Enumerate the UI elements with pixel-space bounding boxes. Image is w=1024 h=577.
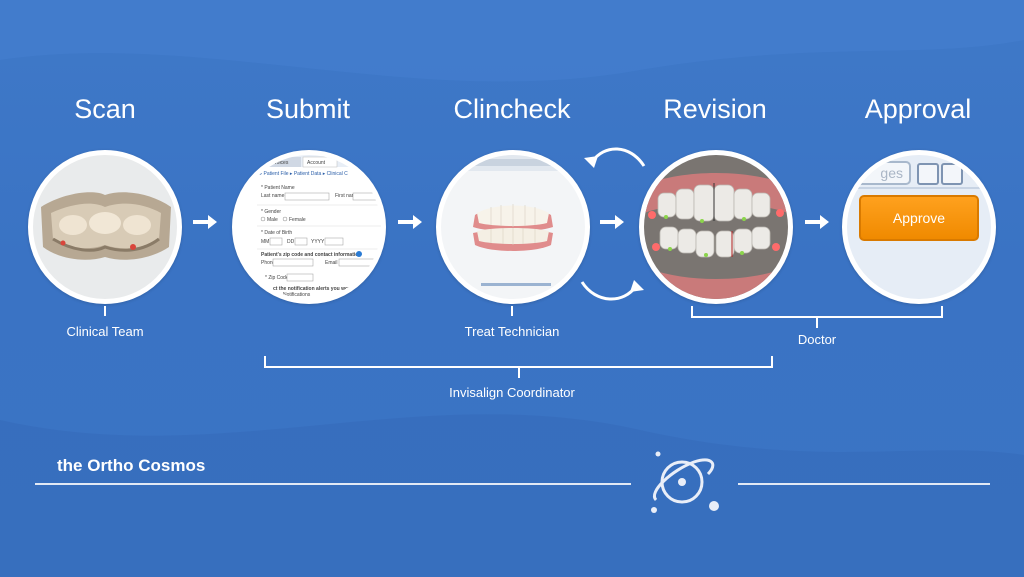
form-option-male: Male bbox=[267, 217, 278, 223]
approval-image: ges Approve bbox=[842, 150, 996, 304]
approval-divider bbox=[847, 187, 991, 189]
form-label-patient-name: * Patient Name bbox=[261, 185, 295, 191]
coordinator-bracket bbox=[264, 356, 773, 378]
stage-title-scan: Scan bbox=[74, 94, 136, 124]
scan-image bbox=[28, 150, 182, 304]
form-label-dob: * Date of Birth bbox=[261, 230, 292, 236]
planet-logo-icon bbox=[651, 451, 719, 513]
doctor-bracket-stem bbox=[816, 318, 818, 328]
footer-line-right bbox=[738, 483, 990, 485]
form-tab-invoices: Invoices bbox=[270, 160, 289, 166]
arrow-right-icon bbox=[805, 215, 829, 229]
form-breadcrumb: ient List ▸ Patient File ▸ Patient Data … bbox=[241, 171, 348, 177]
doctor-bracket bbox=[691, 306, 943, 328]
form-label-last-name: Last name bbox=[261, 193, 285, 199]
form-label-email: Email bbox=[325, 260, 338, 266]
form-label-notifications: Notifications bbox=[283, 292, 311, 298]
footer-line-left bbox=[35, 483, 631, 485]
brand-name: the Ortho Cosmos bbox=[57, 456, 206, 475]
arrow-right-icon bbox=[193, 215, 217, 229]
revision-image bbox=[639, 150, 793, 304]
clincheck-image bbox=[436, 150, 590, 304]
stage-title-approval: Approval bbox=[864, 94, 972, 124]
stage-title-revision: Revision bbox=[663, 94, 767, 124]
connector-tick bbox=[104, 306, 106, 316]
form-tab-account: Account bbox=[307, 160, 326, 166]
form-label-mm: MM bbox=[261, 239, 269, 245]
loop-arrow-forward-icon bbox=[580, 280, 644, 301]
submit-form-image: Invoices Account ient List ▸ Patient Fil… bbox=[232, 150, 386, 304]
form-label-zip-contact: Patient's zip code and contact informati… bbox=[261, 252, 361, 258]
coordinator-bracket-stem bbox=[517, 368, 520, 378]
form-label-first-name: First name bbox=[335, 193, 359, 199]
approval-tab: ges bbox=[847, 161, 911, 185]
form-label-gender: * Gender bbox=[261, 209, 281, 215]
role-treat-technician: Treat Technician bbox=[464, 324, 560, 339]
form-label-phone: Phone bbox=[261, 260, 276, 266]
form-option-female: Female bbox=[289, 217, 306, 223]
role-doctor: Doctor bbox=[797, 332, 837, 347]
role-invisalign-coordinator: Invisalign Coordinator bbox=[449, 385, 575, 400]
approve-button[interactable]: Approve bbox=[859, 195, 979, 241]
arrow-right-icon bbox=[600, 215, 624, 229]
revision-teeth-illustration bbox=[644, 155, 788, 299]
clincheck-3d-teeth-illustration bbox=[441, 155, 585, 299]
patient-form-illustration: Invoices Account ient List ▸ Patient Fil… bbox=[237, 155, 381, 299]
arrow-right-icon bbox=[398, 215, 422, 229]
form-label-yyyy: YYYY bbox=[311, 239, 325, 245]
connector-tick bbox=[511, 306, 513, 316]
loop-arrow-back-icon bbox=[584, 147, 646, 168]
stage-title-clincheck: Clincheck bbox=[453, 94, 571, 124]
form-label-notify: ct the notification alerts you would lik… bbox=[273, 286, 371, 292]
minimize-icon bbox=[917, 163, 939, 185]
dental-scan-illustration bbox=[33, 155, 177, 299]
restore-icon bbox=[941, 163, 963, 185]
form-label-zip: * Zip Code bbox=[265, 275, 289, 281]
role-clinical-team: Clinical Team bbox=[66, 324, 144, 339]
form-label-dd: DD bbox=[287, 239, 295, 245]
stage-title-submit: Submit bbox=[265, 94, 351, 124]
